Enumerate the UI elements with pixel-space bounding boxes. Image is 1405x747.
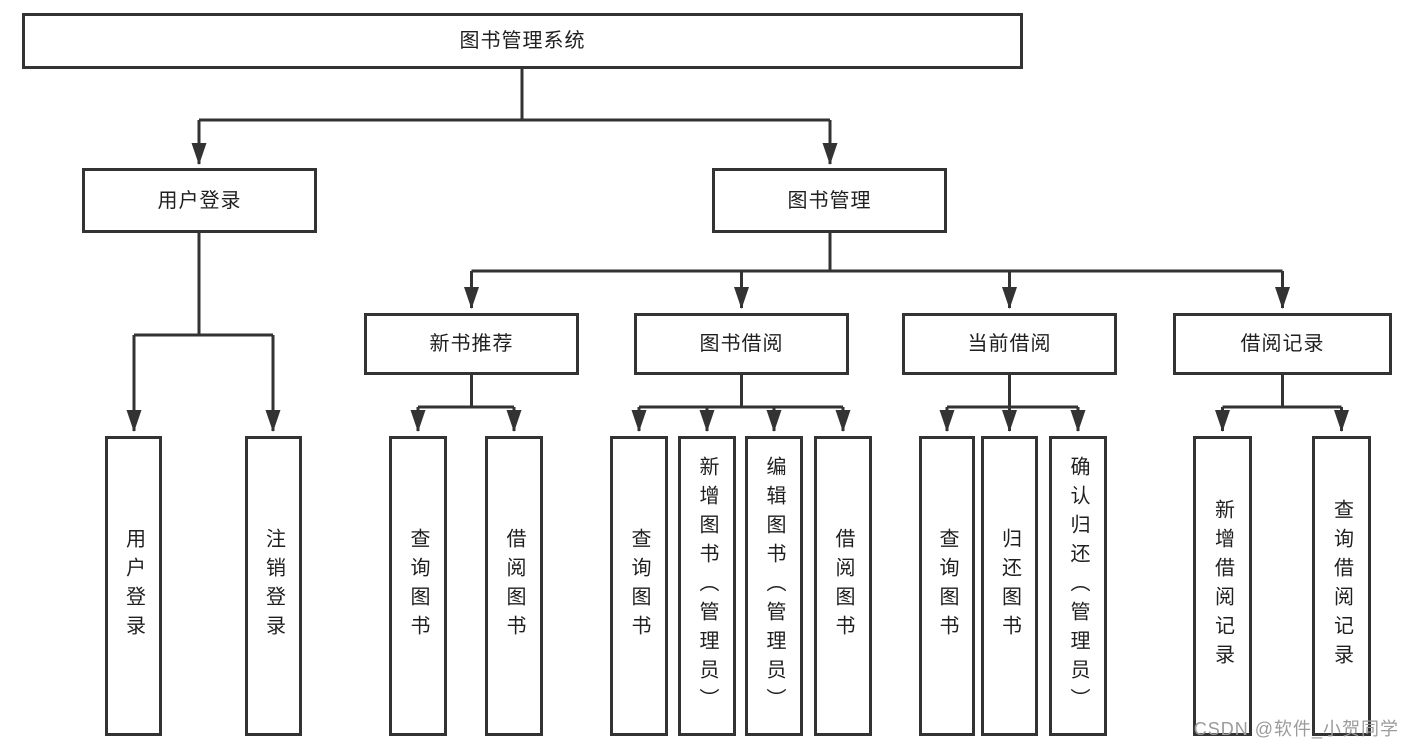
leaf-cb-confirm-return-admin: 确认归还（管理员） — [1049, 436, 1107, 736]
leaf-bb-edit-books-admin: 编辑图书（管理员） — [745, 436, 803, 736]
node-user-login: 用户登录 — [82, 168, 317, 233]
node-borrowing-records: 借阅记录 — [1173, 313, 1392, 375]
node-root: 图书管理系统 — [22, 13, 1023, 69]
leaf-logout-login: 注销登录 — [245, 436, 302, 736]
node-current-borrowing: 当前借阅 — [902, 313, 1117, 375]
leaf-bb-query-books: 查询图书 — [610, 436, 668, 736]
leaf-nb-borrow-books: 借阅图书 — [485, 436, 543, 736]
node-book-borrowing: 图书借阅 — [634, 313, 849, 375]
leaf-cb-query-books: 查询图书 — [919, 436, 975, 736]
node-book-management: 图书管理 — [712, 168, 947, 233]
leaf-bb-add-books-admin: 新增图书（管理员） — [678, 436, 736, 736]
node-new-book-recommend: 新书推荐 — [364, 313, 579, 375]
leaf-br-query-borrow-record: 查询借阅记录 — [1312, 436, 1371, 736]
leaf-nb-query-books: 查询图书 — [389, 436, 447, 736]
leaf-bb-borrow-books: 借阅图书 — [814, 436, 872, 736]
leaf-br-add-borrow-record: 新增借阅记录 — [1193, 436, 1252, 736]
leaf-cb-return-books: 归还图书 — [981, 436, 1038, 736]
leaf-user-login: 用户登录 — [105, 436, 162, 736]
watermark: CSDN @软件_小贺同学 — [1193, 719, 1399, 739]
